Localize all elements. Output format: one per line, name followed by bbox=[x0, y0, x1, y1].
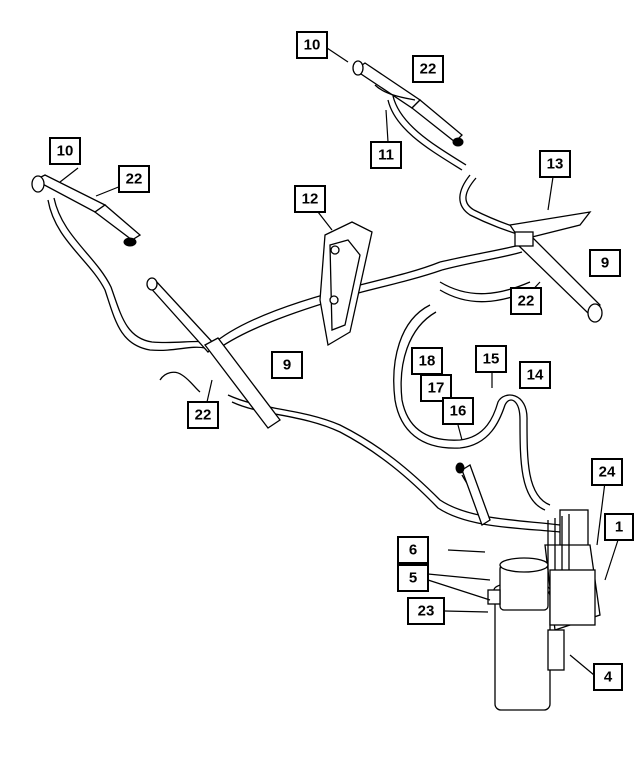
callout-12: 12 bbox=[294, 185, 326, 213]
callout-22-top-label: 22 bbox=[420, 61, 437, 78]
callout-11: 11 bbox=[370, 141, 402, 169]
callout-9-right-label: 9 bbox=[601, 255, 609, 272]
callout-14-label: 14 bbox=[527, 367, 544, 384]
callout-23: 23 bbox=[407, 597, 445, 625]
leader-lines bbox=[59, 47, 619, 676]
callout-17-label: 17 bbox=[428, 380, 445, 397]
callout-16: 16 bbox=[442, 397, 474, 425]
callout-9-right: 9 bbox=[589, 249, 621, 277]
upper-right-cylinder bbox=[352, 60, 464, 147]
callout-12-label: 12 bbox=[302, 191, 319, 208]
callout-5: 5 bbox=[397, 564, 429, 592]
callout-10-left: 10 bbox=[49, 137, 81, 165]
callout-22-lower-left: 22 bbox=[187, 401, 219, 429]
pump-motor-assembly bbox=[455, 462, 601, 711]
callout-14: 14 bbox=[519, 361, 551, 389]
callout-24-label: 24 bbox=[599, 464, 616, 481]
callout-5-label: 5 bbox=[409, 570, 417, 587]
callout-18-label: 18 bbox=[419, 353, 436, 370]
callout-22-left: 22 bbox=[118, 165, 150, 193]
left-middle-cylinder bbox=[146, 277, 281, 429]
callout-1: 1 bbox=[604, 513, 634, 541]
callout-9-center-label: 9 bbox=[283, 357, 291, 374]
hydraulic-hoses bbox=[47, 95, 561, 533]
callout-15: 15 bbox=[475, 345, 507, 373]
callout-4: 4 bbox=[593, 663, 623, 691]
callout-23-label: 23 bbox=[418, 603, 435, 620]
callout-6: 6 bbox=[397, 536, 429, 564]
callout-17: 17 bbox=[420, 374, 452, 402]
left-upper-cylinder bbox=[31, 174, 142, 247]
callout-18: 18 bbox=[411, 347, 443, 375]
callout-1-label: 1 bbox=[615, 519, 623, 536]
callout-10-left-label: 10 bbox=[57, 143, 74, 160]
callout-9-center: 9 bbox=[271, 351, 303, 379]
callout-22-right: 22 bbox=[510, 287, 542, 315]
callout-22-left-label: 22 bbox=[126, 171, 143, 188]
callout-6-label: 6 bbox=[409, 542, 417, 559]
callout-16-label: 16 bbox=[450, 403, 467, 420]
hinge-bracket bbox=[319, 221, 373, 347]
callout-10-top-label: 10 bbox=[304, 37, 321, 54]
callout-22-top: 22 bbox=[412, 55, 444, 83]
callout-24: 24 bbox=[591, 458, 623, 486]
callout-4-label: 4 bbox=[604, 669, 613, 686]
callout-11-label: 11 bbox=[378, 147, 394, 164]
callout-13: 13 bbox=[539, 150, 571, 178]
callout-10-top: 10 bbox=[296, 31, 328, 59]
callout-15-label: 15 bbox=[483, 351, 500, 368]
callout-13-label: 13 bbox=[547, 156, 564, 173]
callout-22-right-label: 22 bbox=[518, 293, 535, 310]
callout-22-lower-left-label: 22 bbox=[195, 407, 212, 424]
right-lift-cylinder bbox=[508, 211, 603, 323]
